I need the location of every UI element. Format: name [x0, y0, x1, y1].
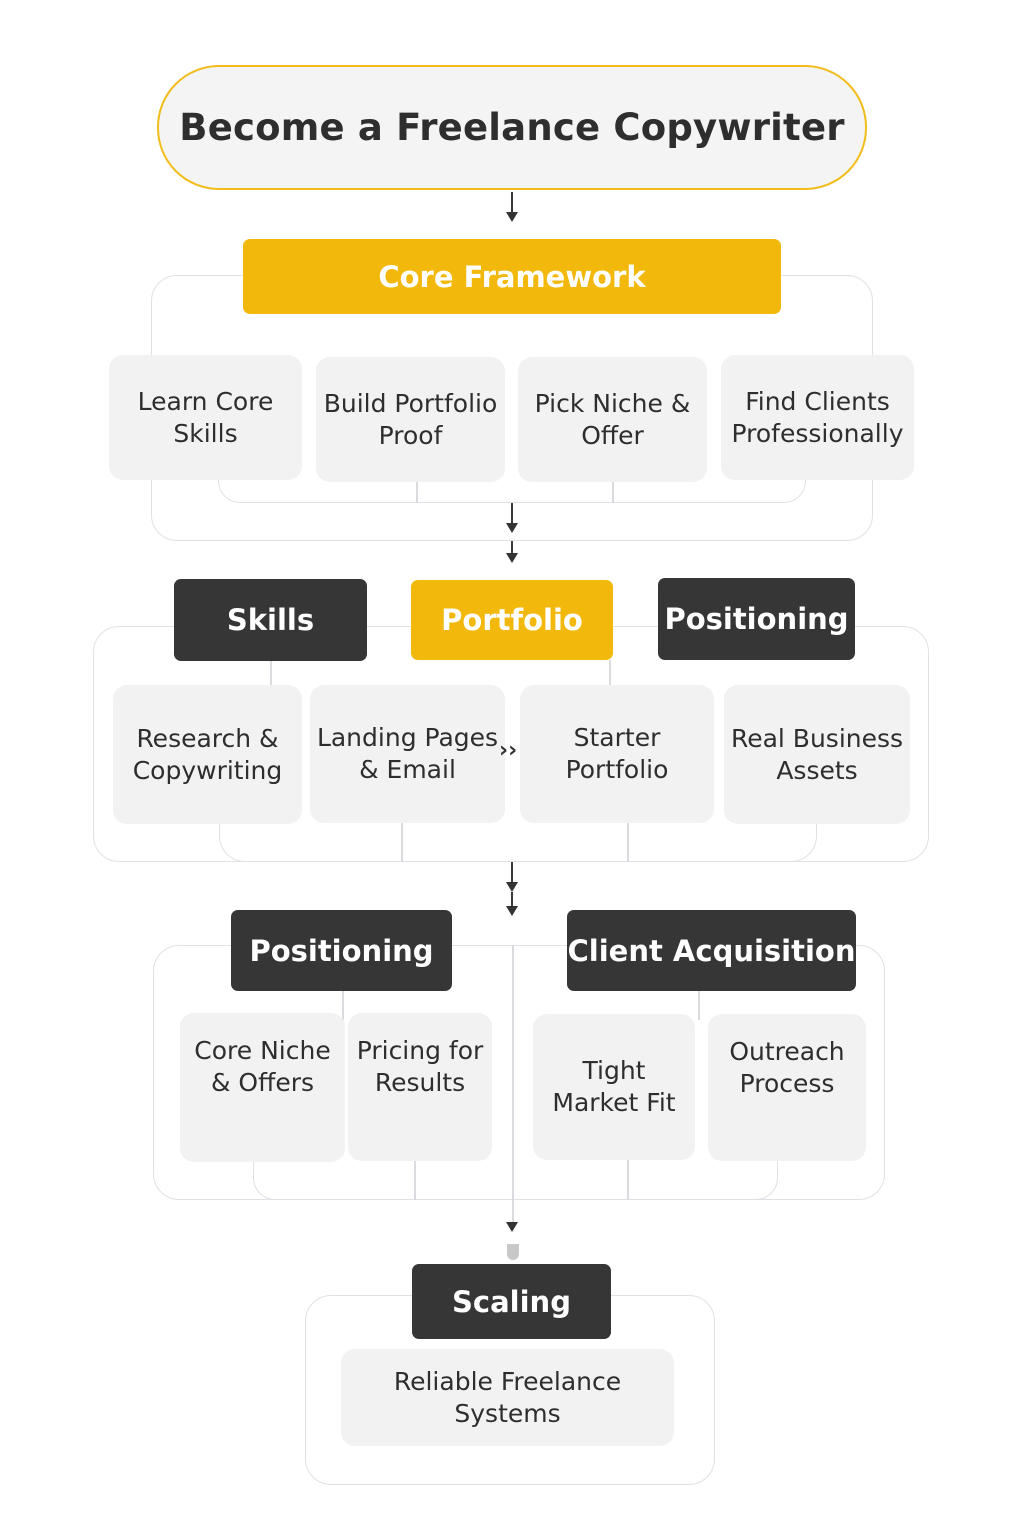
- arrow-down-icon: [506, 523, 518, 533]
- stage2-item-landing-pages: Landing Pages & Email: [310, 685, 505, 823]
- connector-line: [627, 820, 629, 862]
- arrow-down-icon: [506, 212, 518, 222]
- core-item-find-clients: Find Clients Professionally: [721, 355, 914, 480]
- connector-line: [342, 990, 344, 1020]
- stage2-header-portfolio: Portfolio: [411, 580, 613, 660]
- connector-line: [698, 990, 700, 1020]
- connector-line: [512, 945, 514, 1225]
- connector-line: [416, 478, 418, 503]
- arrow-down-icon: [506, 906, 518, 916]
- stage2-inner-bracket: [219, 800, 817, 862]
- stage3-header-client-acquisition: Client Acquisition: [567, 910, 856, 991]
- core-item-build-portfolio: Build Portfolio Proof: [316, 357, 505, 482]
- double-chevron-right-icon: ››: [499, 738, 518, 763]
- scaling-item-reliable-systems: Reliable Freelance Systems: [341, 1349, 674, 1446]
- stage3-item-outreach: Outreach Process: [708, 1014, 866, 1161]
- scaling-header: Scaling: [412, 1264, 611, 1339]
- connector-line: [511, 503, 513, 523]
- arrow-down-icon: [506, 553, 518, 563]
- connector-line: [270, 660, 272, 688]
- connector-line: [511, 541, 513, 553]
- connector-line: [609, 660, 611, 688]
- connector-line: [511, 892, 513, 906]
- stage3-header-positioning: Positioning: [231, 910, 452, 991]
- connector-line: [401, 820, 403, 862]
- connector-line: [414, 1160, 416, 1200]
- connector-line: [511, 862, 513, 882]
- stage2-item-research: Research & Copywriting: [113, 685, 302, 824]
- arrow-down-icon: [506, 882, 518, 892]
- stage3-item-pricing: Pricing for Results: [348, 1013, 492, 1161]
- stage2-item-real-business: Real Business Assets: [724, 685, 910, 824]
- connector-line: [511, 192, 513, 212]
- diagram-title: Become a Freelance Copywriter: [157, 65, 867, 190]
- stage2-item-starter-portfolio: Starter Portfolio: [520, 685, 714, 823]
- arrow-down-icon: [506, 1222, 518, 1232]
- stage3-item-core-niche: Core Niche & Offers: [180, 1013, 345, 1162]
- connector-nub: [507, 1244, 519, 1260]
- stage3-inner-bracket: [253, 1140, 778, 1200]
- connector-line: [612, 478, 614, 503]
- core-item-pick-niche: Pick Niche & Offer: [518, 357, 707, 482]
- stage3-item-tight-market-fit: Tight Market Fit: [533, 1014, 695, 1160]
- core-framework-inner-bracket: [218, 440, 806, 503]
- stage2-header-positioning: Positioning: [658, 578, 855, 660]
- core-item-learn-core-skills: Learn Core Skills: [109, 355, 302, 480]
- connector-line: [627, 1160, 629, 1200]
- core-framework-header: Core Framework: [243, 239, 781, 314]
- stage2-header-skills: Skills: [174, 579, 367, 661]
